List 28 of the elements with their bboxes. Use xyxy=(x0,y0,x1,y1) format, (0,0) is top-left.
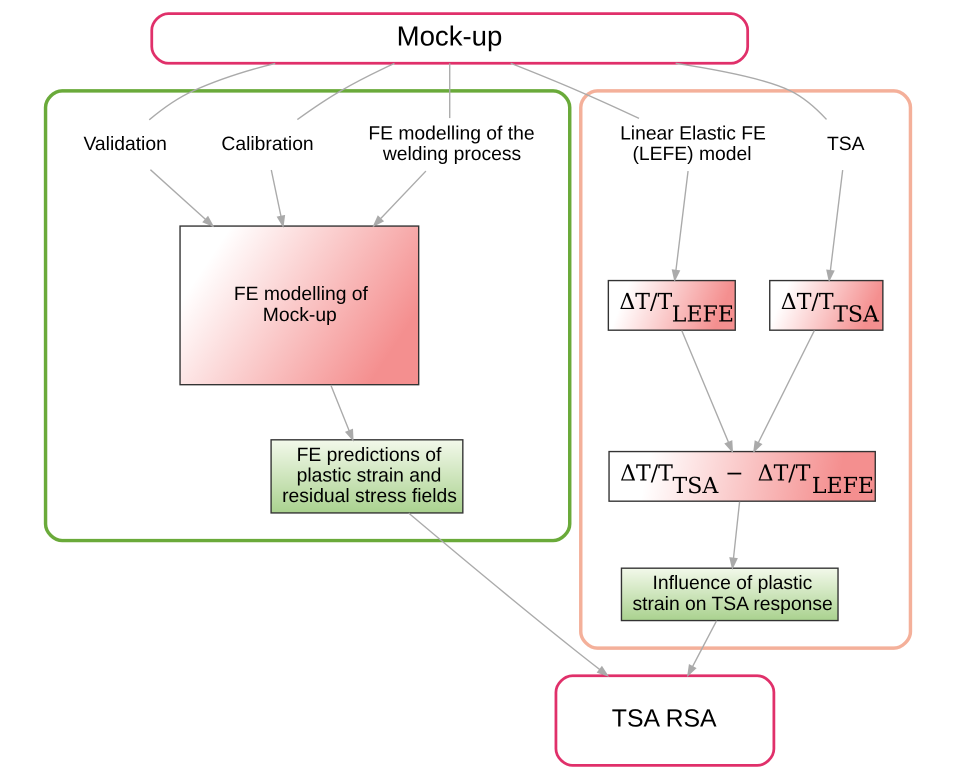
arrow xyxy=(826,170,843,282)
cluster xyxy=(43,89,571,542)
connector xyxy=(510,62,639,120)
node-box: TSA RSA xyxy=(554,674,775,767)
arrow xyxy=(372,170,426,228)
connector xyxy=(148,62,275,120)
arrow xyxy=(680,330,733,454)
arrow xyxy=(408,512,609,677)
arrow xyxy=(752,330,815,454)
node-box: FE predictions of plastic strain and residual stress fields xyxy=(270,439,464,514)
node-text: FE modelling of the welding process xyxy=(368,123,534,166)
arrow xyxy=(270,170,285,228)
node-text: Linear Elastic FE (LEFE) model xyxy=(620,123,766,166)
node-text: Calibration xyxy=(220,134,314,155)
node-box: Mock-up xyxy=(150,12,749,65)
connector xyxy=(675,62,827,120)
node-text: Validation xyxy=(82,134,166,155)
node-box: Influence of plastic strain on TSA response xyxy=(620,567,838,622)
node-box: FE modelling of Mock-up xyxy=(178,225,419,386)
arrow xyxy=(671,170,688,282)
arrow xyxy=(330,384,354,442)
arrow xyxy=(149,169,214,228)
arrow xyxy=(728,502,740,570)
connector xyxy=(296,62,394,120)
node-text: TSA xyxy=(826,134,864,155)
cluster xyxy=(578,89,912,650)
arrow xyxy=(686,620,717,678)
connector xyxy=(448,63,450,118)
